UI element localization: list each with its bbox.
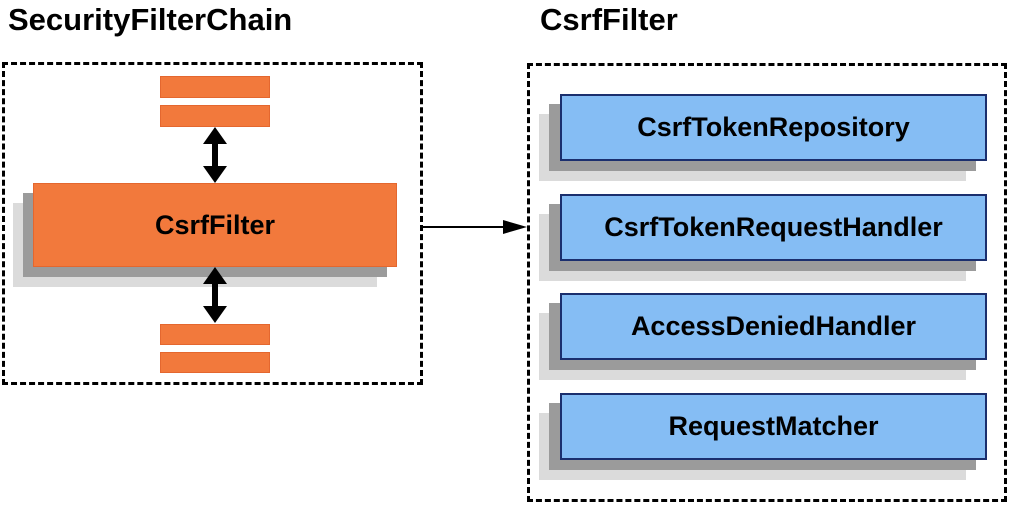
security-filter-chain-title: SecurityFilterChain — [8, 2, 293, 37]
csrf-filter-box-label: CsrfFilter — [154, 209, 276, 240]
box-label: CsrfTokenRepository — [637, 112, 910, 142]
filter-bar — [160, 352, 270, 373]
box-request-matcher: RequestMatcher — [560, 393, 987, 460]
csrf-filter-title: CsrfFilter — [540, 2, 678, 37]
box-csrf-token-repository: CsrfTokenRepository — [560, 94, 987, 161]
box-label: AccessDeniedHandler — [630, 311, 917, 341]
security-filter-chain-container — [2, 62, 423, 385]
box-csrf-token-request-handler: CsrfTokenRequestHandler — [560, 194, 987, 261]
box-label: CsrfTokenRequestHandler — [604, 212, 943, 242]
filter-bar — [160, 324, 270, 345]
double-arrow-icon — [203, 127, 227, 183]
double-arrow-icon — [203, 267, 227, 323]
box-access-denied-handler: AccessDeniedHandler — [560, 293, 987, 360]
filter-bar — [160, 76, 270, 98]
csrf-filter-container — [527, 63, 1007, 502]
csrf-filter-box: CsrfFilter — [33, 183, 397, 267]
box-label: RequestMatcher — [668, 411, 879, 441]
arrow-right-icon — [423, 220, 527, 234]
filter-bar — [160, 105, 270, 127]
